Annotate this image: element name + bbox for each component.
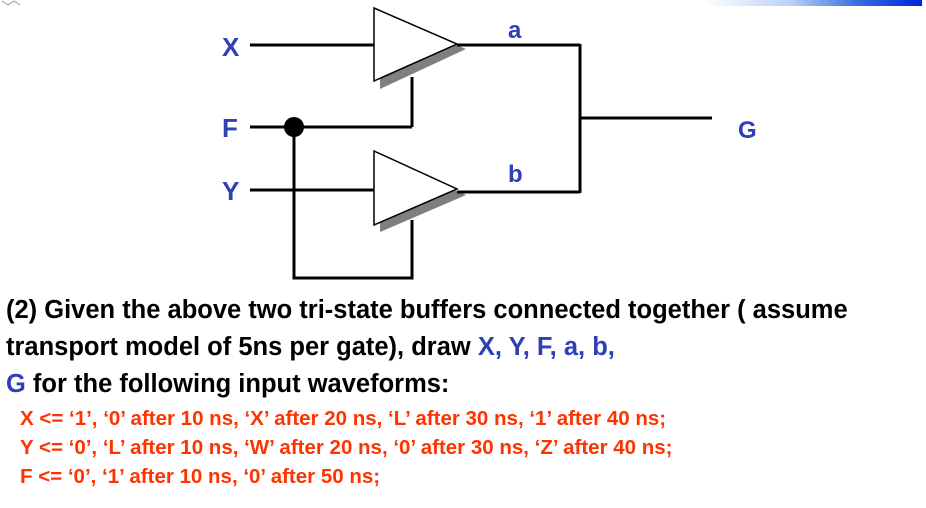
tri-state-circuit-diagram: X F Y a b G bbox=[222, 6, 757, 280]
stimulus-y: Y <= ‘0’, ‘L’ after 10 ns, ‘W’ after 20 … bbox=[20, 436, 673, 459]
label-x: X bbox=[222, 32, 240, 62]
signal-a: a bbox=[563, 333, 579, 361]
separator: , bbox=[578, 333, 593, 361]
separator: , bbox=[607, 333, 615, 361]
label-y: Y bbox=[222, 176, 239, 206]
junction-dot bbox=[284, 117, 304, 137]
label-a: a bbox=[508, 17, 522, 44]
question-body: (2) Given the above two tri-state buffer… bbox=[6, 296, 848, 361]
stimulus-x: X <= ‘1’, ‘0’ after 10 ns, ‘X’ after 20 … bbox=[20, 407, 667, 430]
stimulus-list: X <= ‘1’, ‘0’ after 10 ns, ‘X’ after 20 … bbox=[20, 404, 920, 491]
label-f: F bbox=[222, 113, 238, 143]
label-b: b bbox=[508, 161, 523, 188]
separator: , bbox=[549, 333, 564, 361]
signal-g: G bbox=[6, 370, 26, 398]
signal-x: X bbox=[477, 333, 495, 361]
separator: , bbox=[522, 333, 537, 361]
wire-f-enable-bottom bbox=[292, 127, 414, 280]
slide-header-bar bbox=[702, 0, 922, 6]
stimulus-f: F <= ‘0’, ‘1’ after 10 ns, ‘0’ after 50 … bbox=[20, 465, 381, 488]
signal-y: Y bbox=[508, 333, 523, 361]
buffer-a-gate bbox=[373, 6, 459, 83]
question-text: (2) Given the above two tri-state buffer… bbox=[6, 292, 922, 403]
signal-b: b bbox=[592, 333, 608, 361]
question-tail: for the following input waveforms: bbox=[25, 370, 450, 398]
corner-decoration-icon bbox=[1, 0, 21, 6]
buffer-b-gate bbox=[373, 149, 459, 227]
label-g: G bbox=[738, 117, 757, 144]
signal-f: F bbox=[536, 333, 550, 361]
separator: , bbox=[494, 333, 509, 361]
